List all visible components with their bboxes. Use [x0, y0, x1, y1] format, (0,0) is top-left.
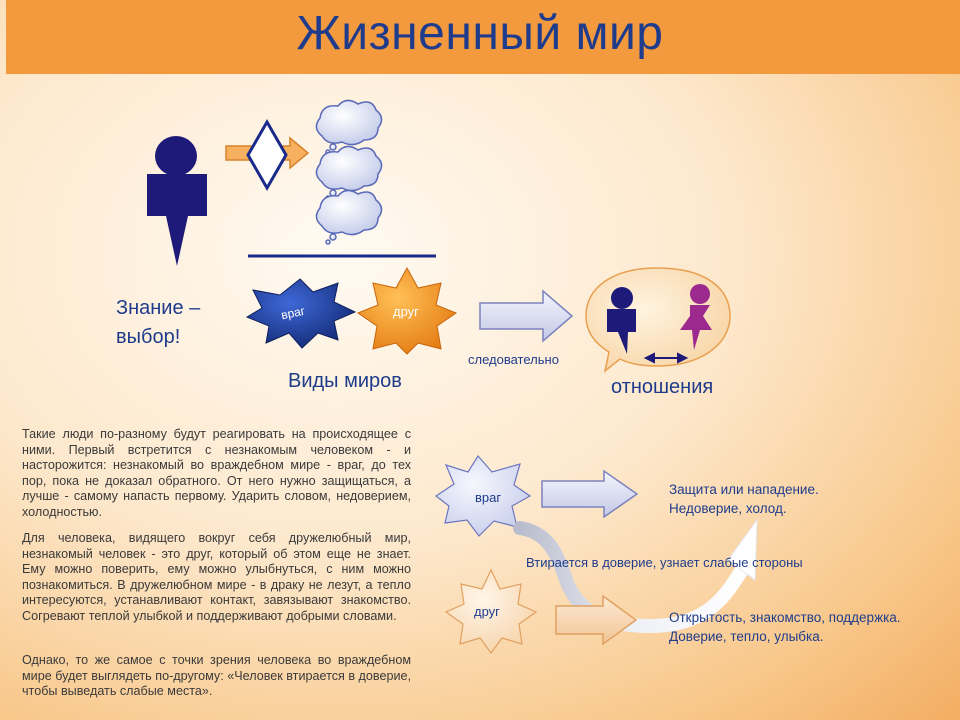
paragraph-3: Однако, то же самое с точки зрения челов… [22, 653, 411, 698]
enemy-outcome-line2: Недоверие, холод. [669, 501, 787, 516]
title-bar [6, 0, 960, 74]
enemy-outcome-text: Защита или нападение. Недоверие, холод. [669, 480, 819, 518]
consequently-arrow [479, 289, 574, 343]
enemy-star-icon [434, 454, 532, 537]
enemy-outcome-line1: Защита или нападение. [669, 482, 819, 497]
friend-outcome-line2: Доверие, тепло, улыбка. [669, 629, 824, 644]
consequently-label: следовательно [468, 352, 559, 367]
friend-outcome-text: Открытость, знакомство, поддержка. Довер… [669, 608, 901, 646]
paragraph-2: Для человека, видящего вокруг себя друже… [22, 531, 411, 623]
paragraph-1: Такие люди по-разному будут реагировать … [22, 427, 411, 519]
double-arrow-icon [643, 352, 689, 364]
bottom-enemy-label: враг [475, 490, 502, 505]
knowledge-label-line2: выбор! [116, 326, 181, 348]
friend-outcome-arrow [555, 594, 638, 646]
knowledge-label-line1: Знание – [116, 297, 201, 319]
friend-outcome-line1: Открытость, знакомство, поддержка. [669, 610, 901, 625]
person-icon [147, 136, 207, 266]
bottom-friend-label: друг [474, 604, 500, 619]
page-title: Жизненный мир [296, 7, 664, 60]
knowledge-label: Знание – выбор! [116, 294, 200, 352]
friend-label: друг [393, 304, 419, 319]
enemy-star-icon [245, 278, 357, 349]
friend-star-icon [356, 266, 458, 355]
female-figure-icon [680, 284, 712, 350]
trust-note: Втирается в доверие, узнает слабые сторо… [526, 555, 803, 570]
friend-star-icon [444, 568, 538, 655]
thought-cloud-icon [315, 99, 383, 155]
worlds-label: Виды миров [288, 370, 402, 392]
decision-diamond-icon [246, 118, 288, 192]
relations-label: отношения [611, 376, 714, 398]
enemy-outcome-arrow [541, 469, 639, 519]
thought-cloud-icon [315, 189, 383, 245]
male-figure-icon [607, 287, 636, 354]
